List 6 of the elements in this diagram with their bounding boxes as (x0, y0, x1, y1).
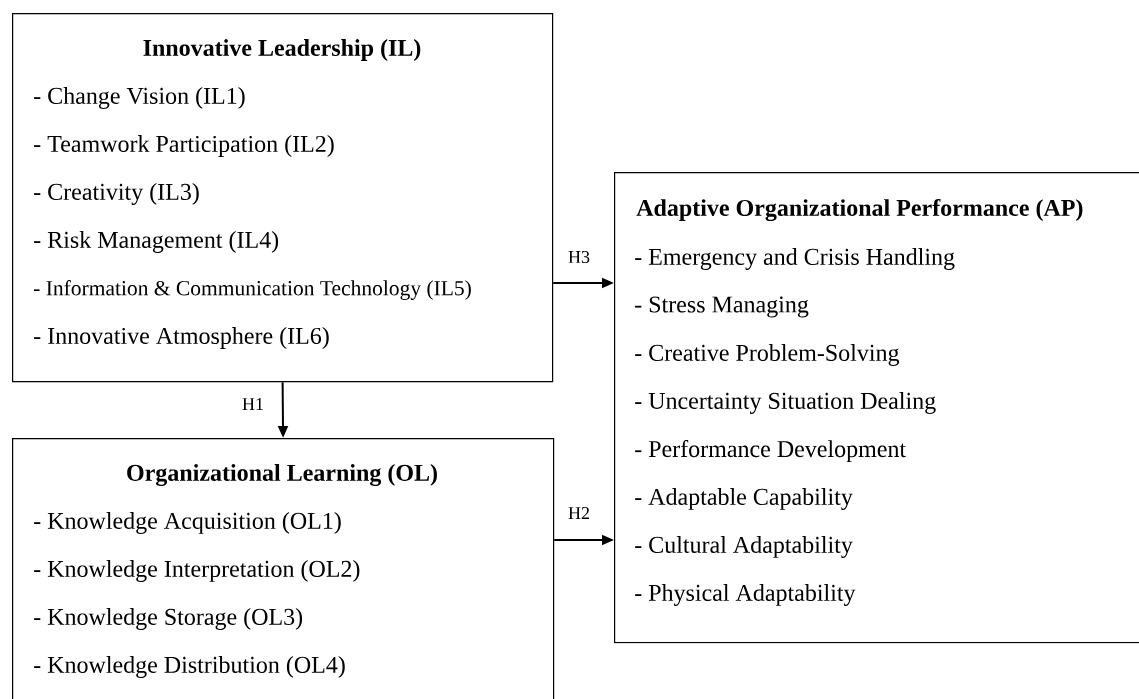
construct-box: Innovative Leadership (IL) - Change Vision (IL1) - Teamwork Participation (IL2) - Creativity (IL3) - Risk Management (IL4) - Information & Communication Technology (IL5) - Innovative Atmosphere (IL6) (12, 13, 554, 383)
edge-label: H3 (568, 250, 590, 264)
edge-label: H2 (568, 507, 589, 519)
construct-box: Adaptive Organizational Performance (AP) - Emergency and Crisis Handling - Stress Managing - Creative Problem-Solving - Uncertainty Situation Dealing - Performance Development - Adaptable Capability - Cultural Adaptability - Physical Adaptability (614, 172, 1139, 644)
edge-label: H1 (242, 398, 263, 410)
construct-box: Organizational Learning (OL) - Knowledge Acquisition (OL1) - Knowledge Interpretation (OL2) - Knowledge Storage (OL3) - Knowledge Distribution (OL4) (12, 438, 555, 699)
